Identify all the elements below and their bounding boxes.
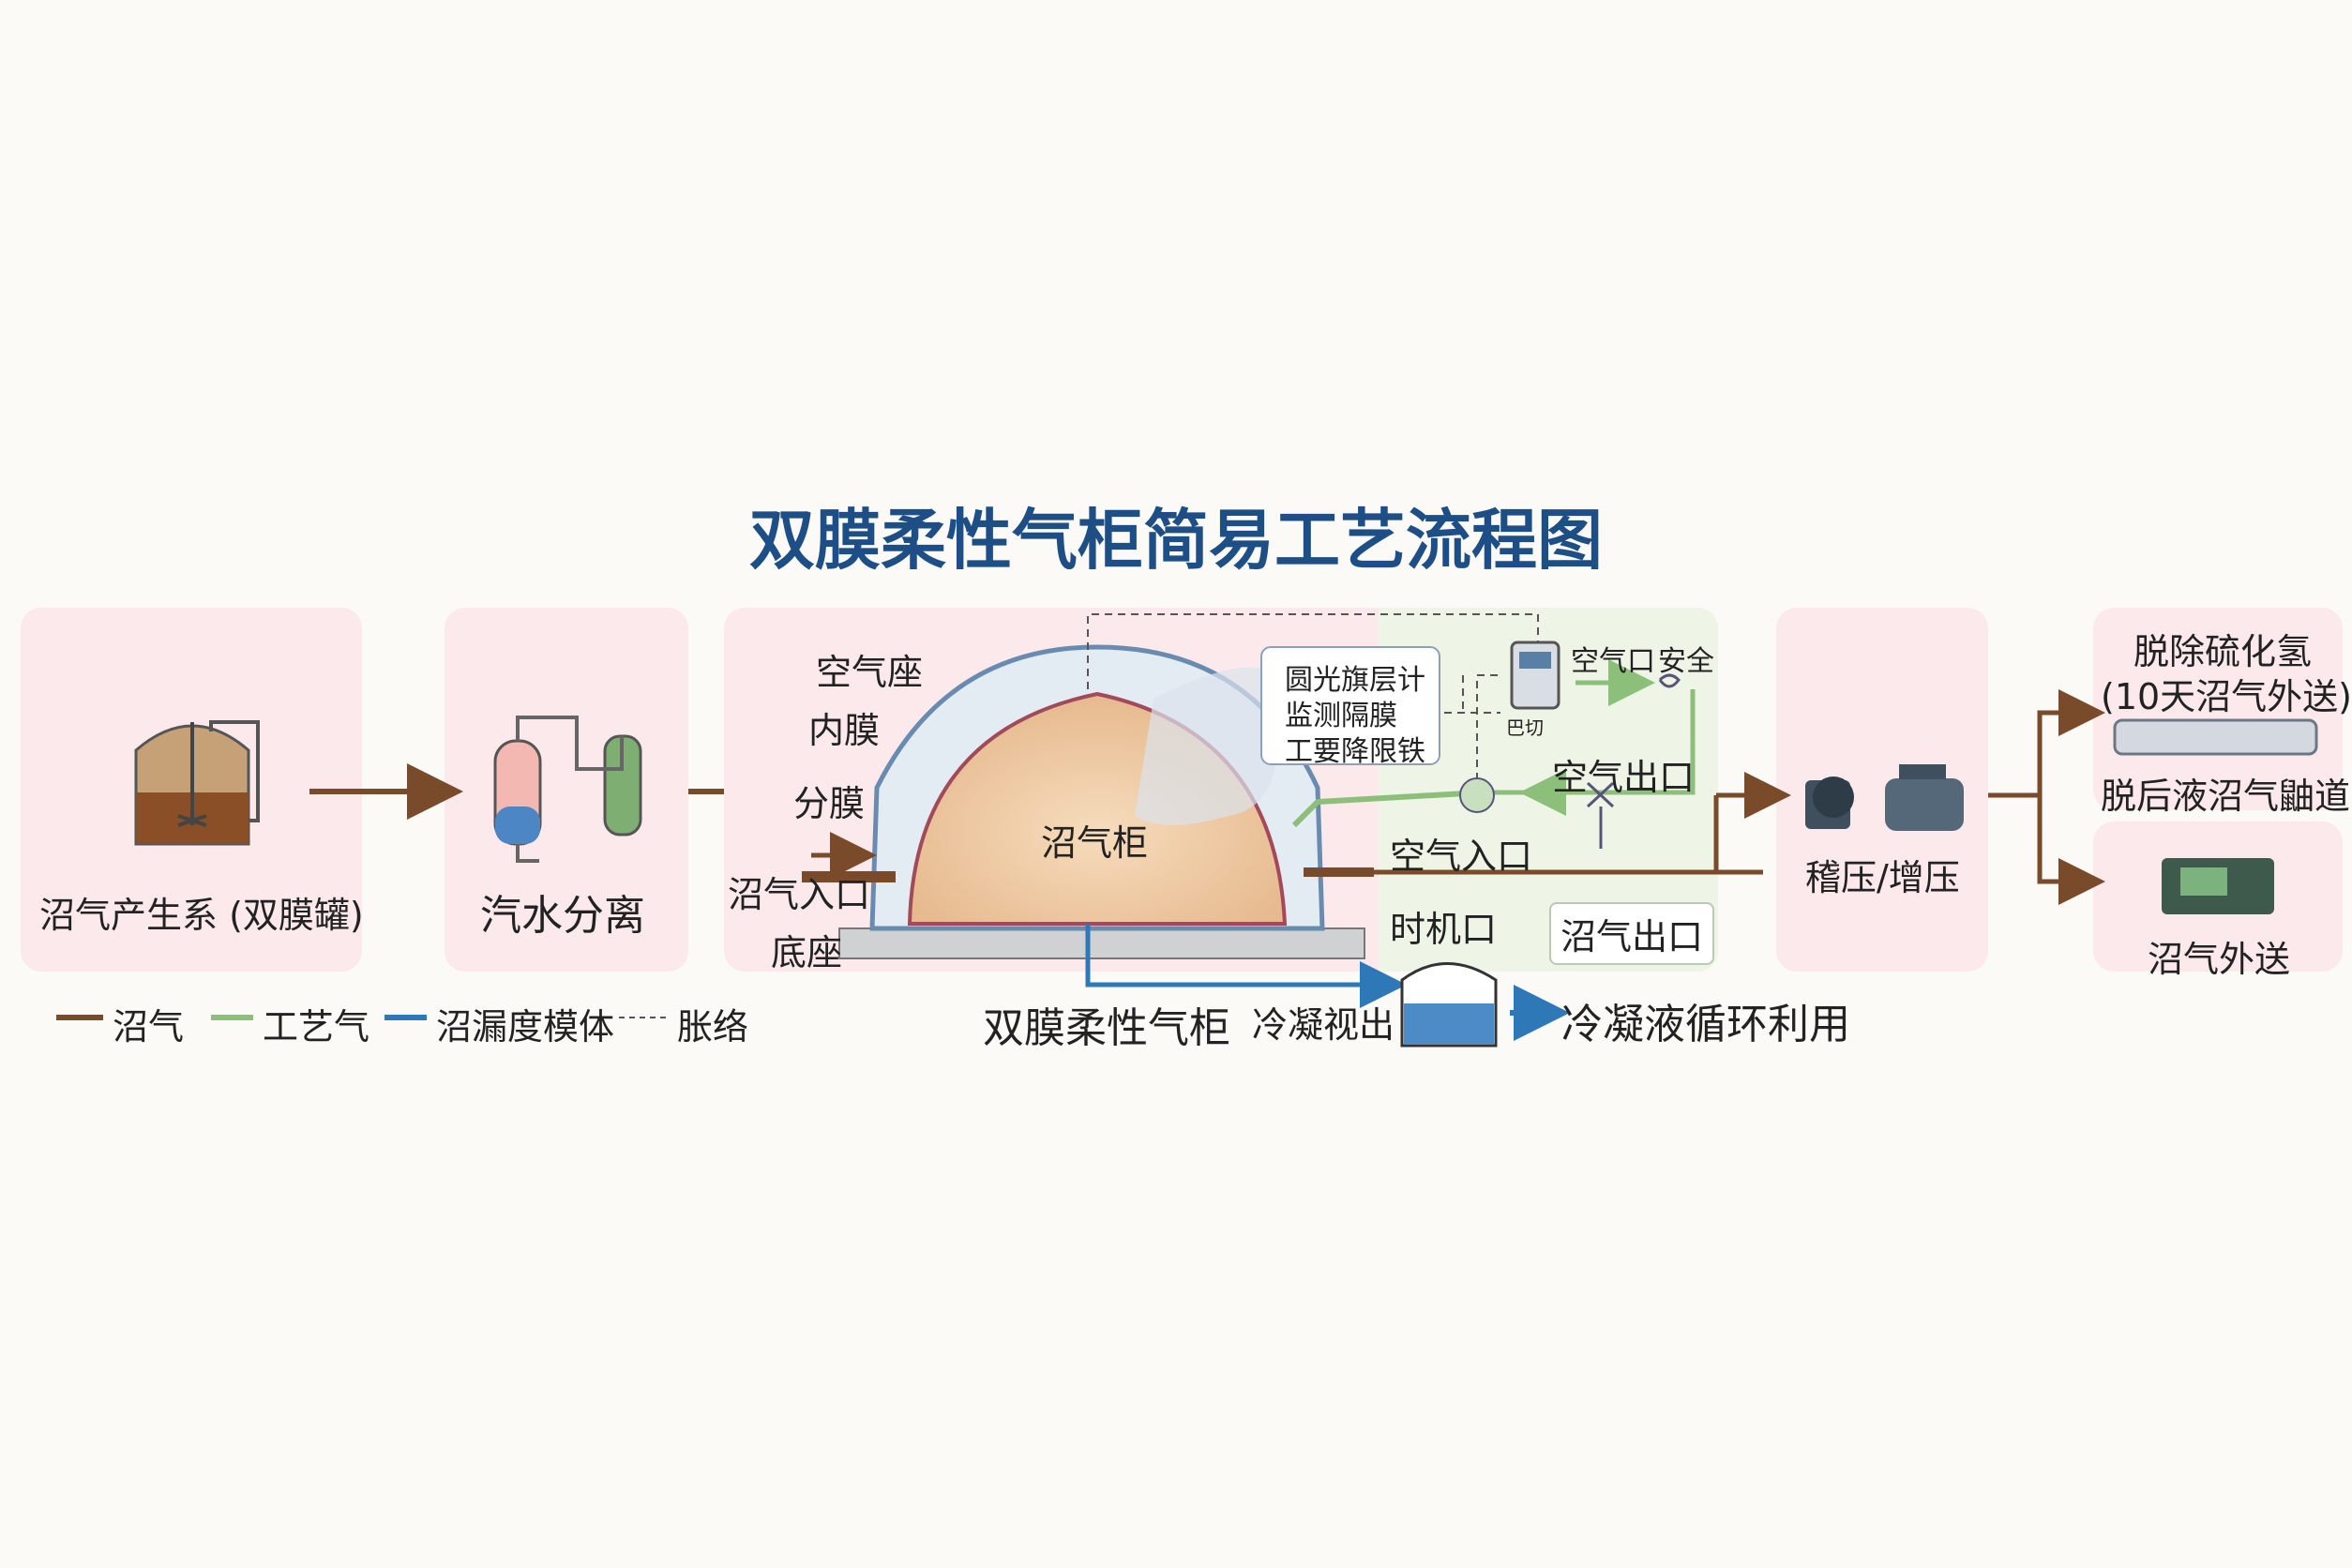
air-port-label: 空气口 — [1571, 645, 1655, 678]
separator-label: 汽水分离 — [480, 892, 645, 940]
callout-line-1: 圆光旗层计 — [1285, 664, 1425, 697]
divider-label: 分膜 — [793, 783, 866, 824]
callout-line-2: 监测隔膜 — [1285, 700, 1397, 732]
air-inlet-label: 空气入口 — [1390, 836, 1533, 877]
desulfur-panel — [2093, 608, 2343, 810]
desulfur-title: 脱除硫化氢 — [2133, 631, 2313, 672]
page-title: 双膜柔性气柜简易工艺流程图 — [749, 502, 1603, 579]
desulfur-output: 脱后液沼气鼬道 — [2101, 776, 2351, 817]
controller-label: 巴切 — [1506, 716, 1544, 739]
compressor-label: 稽压/‌增压 — [1805, 857, 1960, 898]
condensate-reuse-label: 冷凝液循环利用 — [1561, 1001, 1850, 1048]
inner-membrane-label: 内膜 — [808, 710, 881, 751]
water-separator-icon — [493, 716, 642, 863]
digester-label: 沼气产生系 (双膜罐) — [39, 895, 364, 936]
legend-signal: 胀络 — [677, 1006, 749, 1048]
callout-line-3: 工要降限铁 — [1285, 735, 1425, 768]
gas-inlet-label: 沼气入口 — [728, 874, 871, 915]
base-label: 底座 — [771, 932, 843, 973]
air-chamber-label: 空气座 — [816, 652, 924, 693]
condensate-drain-label: 冷凝视出 — [1252, 1004, 1395, 1046]
holder-center-label: 沼气柜 — [1041, 822, 1149, 864]
air-outlet-label: 空气出口 — [1552, 757, 1696, 798]
legend-process-gas: 工艺气 — [263, 1006, 370, 1048]
separator-panel — [445, 608, 688, 972]
timer-port-label: 时机口 — [1390, 909, 1498, 950]
gas-outlet-tag: 沼气出口 — [1549, 902, 1715, 965]
desulfur-subtitle: (10天沼气外送) — [2101, 676, 2352, 717]
legend-biogas: 沼气 — [113, 1006, 185, 1048]
export-label: 沼气外送 — [2148, 939, 2291, 980]
digester-tank-icon — [134, 720, 260, 846]
holder-caption: 双膜柔性气柜 — [983, 1004, 1230, 1052]
legend-condensate: 沼漏度模体 — [436, 1006, 615, 1048]
safety-label: 安全 — [1658, 645, 1714, 678]
compressor-icon — [1805, 764, 1964, 831]
